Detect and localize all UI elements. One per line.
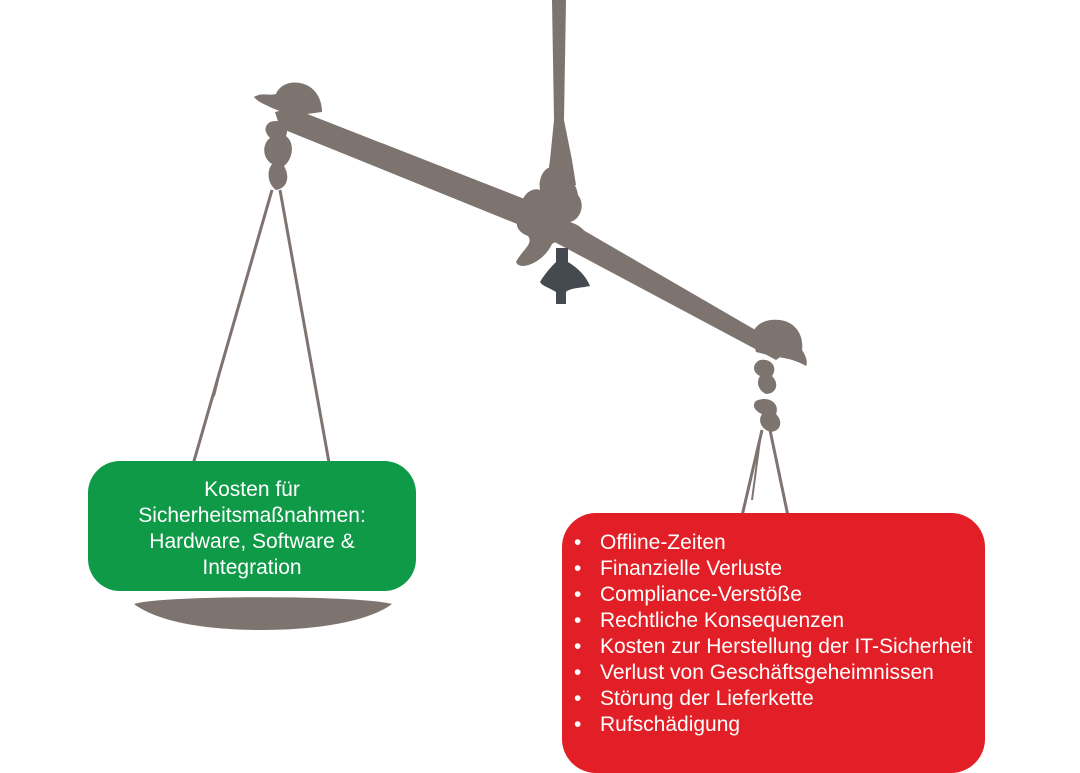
right-cap	[752, 319, 807, 432]
scale-hanger	[546, 0, 576, 190]
consequence-item: Finanzielle Verluste	[570, 556, 975, 582]
incident-consequences-box: Offline-Zeiten Finanzielle Verluste Comp…	[562, 513, 985, 773]
consequence-item: Rechtliche Konsequenzen	[570, 608, 975, 634]
center-knob	[540, 248, 590, 304]
consequence-item: Offline-Zeiten	[570, 530, 975, 556]
left-cap	[254, 82, 322, 190]
consequence-item: Kosten zur Herstellung der IT-Sicherheit	[570, 634, 975, 660]
security-costs-line-4: Integration	[202, 556, 302, 579]
left-pan-dish	[134, 597, 392, 630]
right-chains	[740, 429, 790, 517]
security-costs-line-1: Kosten für	[204, 478, 300, 501]
scale-beam	[275, 108, 790, 360]
security-costs-line-3: Hardware, Software &	[149, 530, 355, 553]
security-costs-box: Kosten für Sicherheitsmaßnahmen: Hardwar…	[88, 461, 416, 591]
security-costs-line-2: Sicherheitsmaßnahmen:	[138, 504, 366, 527]
consequence-item: Rufschädigung	[570, 712, 975, 738]
consequence-item: Störung der Lieferkette	[570, 686, 975, 712]
consequence-item: Compliance-Verstöße	[570, 582, 975, 608]
consequence-item: Verlust von Geschäftsgeheimnissen	[570, 660, 975, 686]
consequences-list: Offline-Zeiten Finanzielle Verluste Comp…	[570, 530, 975, 738]
left-chains	[190, 189, 332, 469]
